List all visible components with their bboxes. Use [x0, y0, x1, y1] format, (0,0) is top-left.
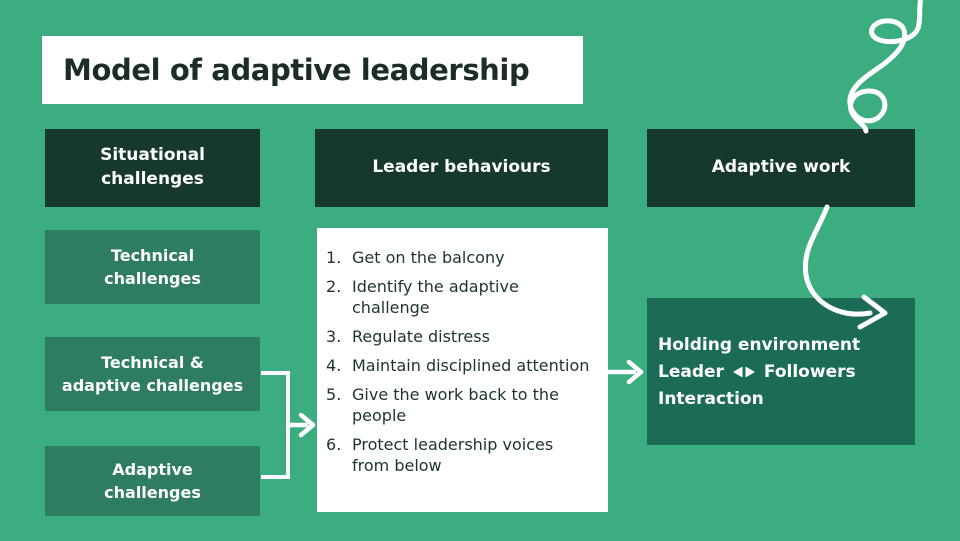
left-right-arrow-icon	[732, 366, 755, 377]
arrow-to-behaviours-head-icon	[298, 412, 316, 438]
header-leader-behaviours: Leader behaviours	[315, 129, 608, 207]
step-item: Protect leadership voices from below	[326, 434, 554, 475]
title-box: Model of adaptive leadership	[42, 36, 583, 104]
box-technical-challenges: Technical challenges	[45, 230, 260, 304]
box-adaptive-challenges: Adaptive challenges	[45, 446, 260, 516]
header-situational-challenges: Situational challenges	[45, 129, 260, 207]
holding-line-1: Holding environment	[658, 334, 861, 355]
holding-line-3: Interaction	[658, 388, 764, 409]
header-adaptive-work: Adaptive work	[647, 129, 915, 207]
step-item: Get on the balcony	[326, 247, 505, 268]
step-item: Give the work back to the people	[326, 384, 559, 425]
bracket-connector	[261, 371, 290, 479]
leader-label: Leader	[658, 361, 724, 382]
box-holding-environment: Holding environment Leader Followers Int…	[647, 298, 915, 445]
followers-label: Followers	[763, 361, 856, 382]
box-technical-adaptive-challenges: Technical & adaptive challenges	[45, 337, 260, 411]
step-item: Identify the adaptive challenge	[326, 276, 519, 317]
arrow-to-holding-head-icon	[626, 359, 644, 385]
corkscrew-squiggle	[847, 0, 923, 134]
page-title: Model of adaptive leadership	[63, 53, 530, 87]
step-item: Maintain disciplined attention	[326, 355, 590, 376]
step-item: Regulate distress	[326, 326, 490, 347]
holding-line-2: Leader Followers	[658, 362, 915, 382]
